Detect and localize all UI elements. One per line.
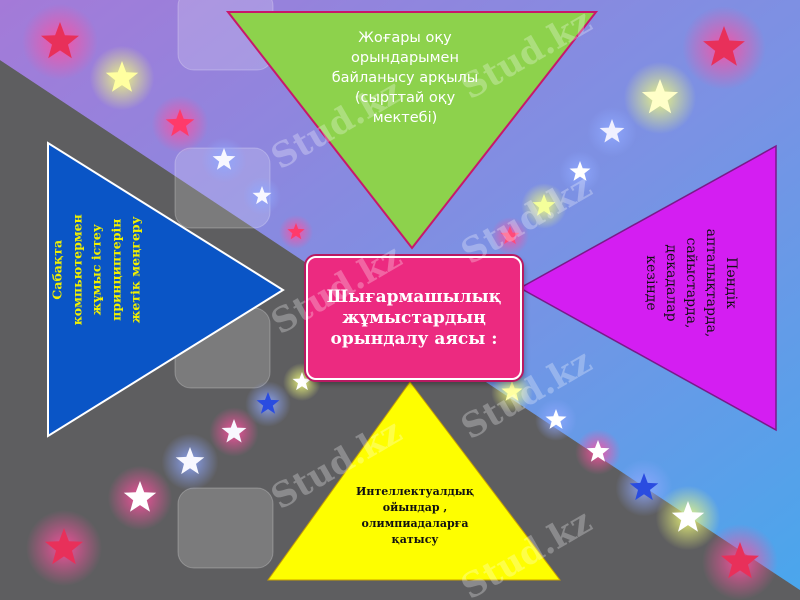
star-icon <box>532 194 556 216</box>
bottom-line: олимпиадаларға <box>361 517 469 530</box>
top-line: байланысу арқылы <box>331 70 479 86</box>
top-line: (сырттай оқу <box>354 90 456 106</box>
star-icon <box>212 148 236 170</box>
star-icon <box>287 223 305 240</box>
star-icon <box>105 61 139 92</box>
star-icon <box>641 79 679 114</box>
top-triangle-text: Жоғары оқу орындарымен байланысу арқылы … <box>310 28 500 128</box>
right-line: Пәндік <box>723 257 739 309</box>
star-icon <box>252 186 272 205</box>
star-icon <box>221 419 247 443</box>
right-triangle-text: Пәндік апталықтарда, сайыстарда, декадал… <box>641 173 741 393</box>
right-line: сайыстарда, <box>683 237 699 329</box>
star-icon <box>292 372 312 391</box>
left-line: жұмыс істеу <box>88 224 104 316</box>
bottom-line: қатысу <box>391 533 439 546</box>
star-icon <box>45 528 83 565</box>
star-icon <box>123 481 157 512</box>
top-line: орындарымен <box>351 50 459 66</box>
top-line: мектебі) <box>372 110 438 126</box>
center-line: Шығармашылық <box>326 286 502 307</box>
star-icon <box>629 473 659 501</box>
star-icon <box>256 392 280 414</box>
left-line: Сабақта <box>49 239 65 300</box>
bottom-triangle <box>267 381 562 581</box>
left-line: жетік меңгеру <box>127 216 143 324</box>
star-icon <box>501 381 523 401</box>
star-icon <box>569 161 591 181</box>
left-triangle <box>47 141 285 438</box>
left-triangle-text: Сабақта компьютермен жұмыс істеу принцип… <box>47 164 145 376</box>
bottom-line: ойындар , <box>382 501 448 514</box>
star-icon <box>165 109 195 137</box>
right-line: кезінде <box>643 255 659 311</box>
star-icon <box>703 26 745 66</box>
star-icon <box>545 409 567 429</box>
center-box: Шығармашылық жұмыстардың орындалу аясы : <box>306 256 522 380</box>
right-triangle <box>518 144 777 432</box>
top-triangle <box>225 11 599 250</box>
left-line: компьютермен <box>68 214 84 326</box>
bottom-line: Интеллектуалдық <box>356 485 474 498</box>
left-line: принциптерін <box>107 218 123 321</box>
star-icon <box>500 226 520 245</box>
right-line: апталықтарда, <box>703 228 719 338</box>
center-line: орындалу аясы : <box>330 328 498 349</box>
decorative-stars <box>22 4 778 600</box>
star-icon <box>586 440 610 462</box>
right-line: декадалар <box>663 244 679 322</box>
center-line: жұмыстардың <box>342 307 486 328</box>
bottom-triangle-text: Интеллектуалдық ойындар , олимпиадаларға… <box>330 484 500 548</box>
star-icon <box>41 22 79 59</box>
star-icon <box>721 542 759 579</box>
star-icon <box>599 119 625 143</box>
top-line: Жоғары оқу <box>358 30 452 46</box>
star-icon <box>175 447 205 475</box>
star-icon <box>671 501 705 532</box>
